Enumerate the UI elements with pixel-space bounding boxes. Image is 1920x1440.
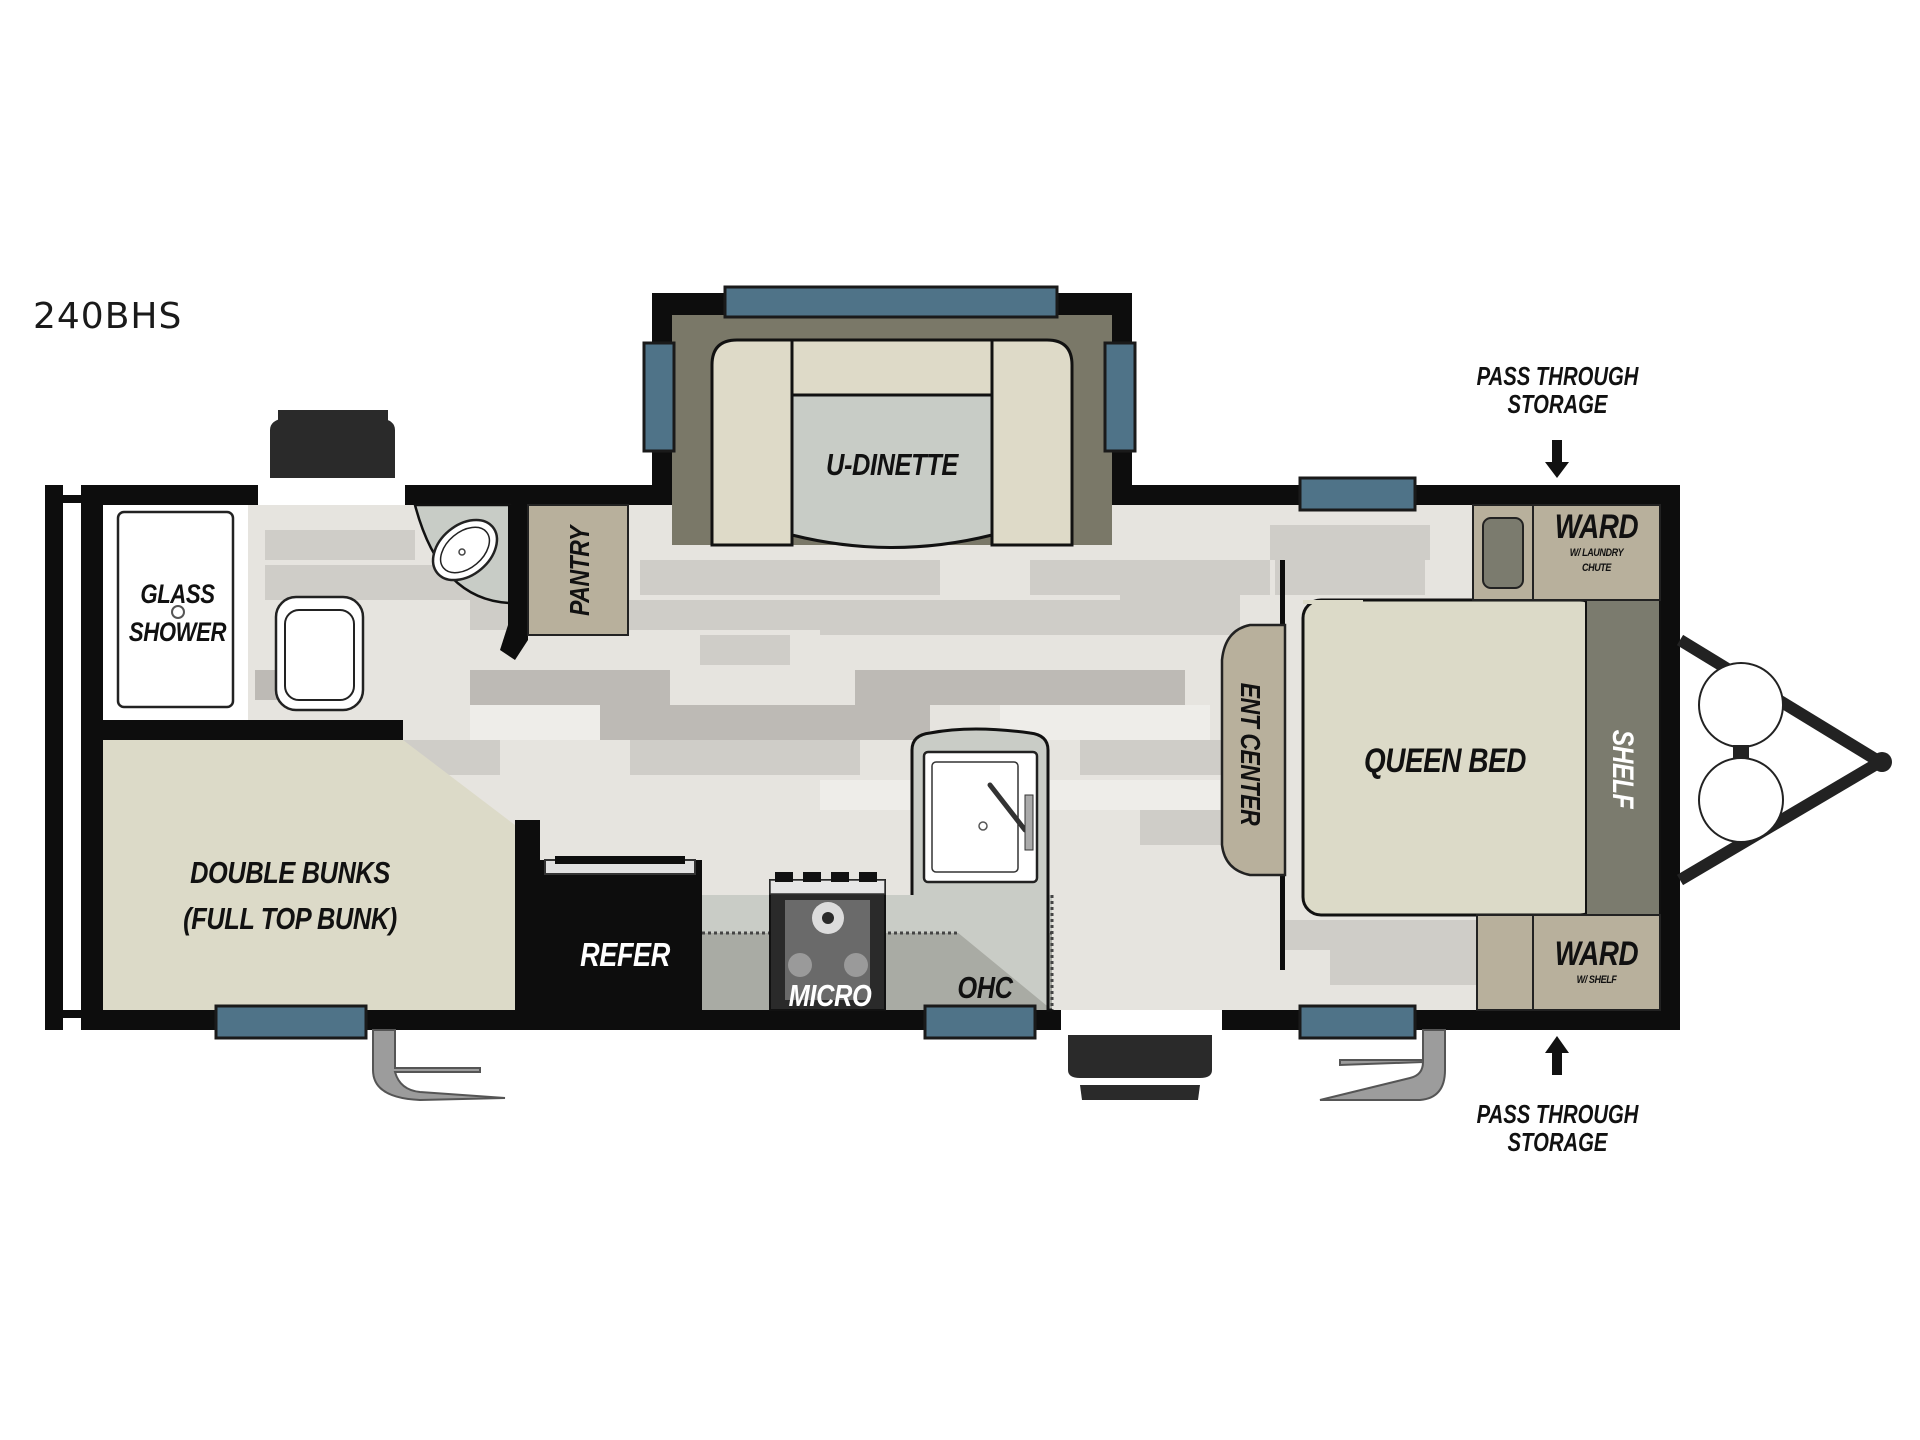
arrow-down-icon <box>1545 440 1569 478</box>
pantry-label: PANTRY <box>564 526 595 616</box>
ohc-label: OHC <box>957 970 1013 1005</box>
ent-center-label: ENT CENTER <box>1235 682 1266 826</box>
queen-bed-label: QUEEN BED <box>1363 742 1527 780</box>
arrow-up-icon <box>1545 1036 1569 1075</box>
refer-label: REFER <box>580 936 670 973</box>
bottom-vent <box>1061 1010 1222 1100</box>
floor-planks-dark <box>255 670 1185 740</box>
entry-steps-right <box>1319 1029 1446 1101</box>
glass-shower-label: GLASS SHOWER <box>128 579 227 647</box>
ward-top-label: WARD W/ LAUNDRY CHUTE <box>1554 508 1639 574</box>
shelf-label: SHELF <box>1606 729 1639 809</box>
pass-through-storage-top: PASS THROUGH STORAGE <box>1476 361 1639 419</box>
pass-through-storage-bottom: PASS THROUGH STORAGE <box>1476 1099 1639 1157</box>
micro-label: MICRO <box>788 978 872 1013</box>
model-name: 240BHS <box>33 296 183 337</box>
top-vent <box>258 410 405 505</box>
ward-bottom-label: WARD W/ SHELF <box>1554 935 1639 986</box>
hitch <box>1676 634 1892 886</box>
entry-steps-left <box>372 1029 506 1102</box>
u-dinette-label: U-DINETTE <box>826 447 958 482</box>
windows <box>214 285 1417 1040</box>
double-bunks-label: DOUBLE BUNKS (FULL TOP BUNK) <box>183 855 397 936</box>
